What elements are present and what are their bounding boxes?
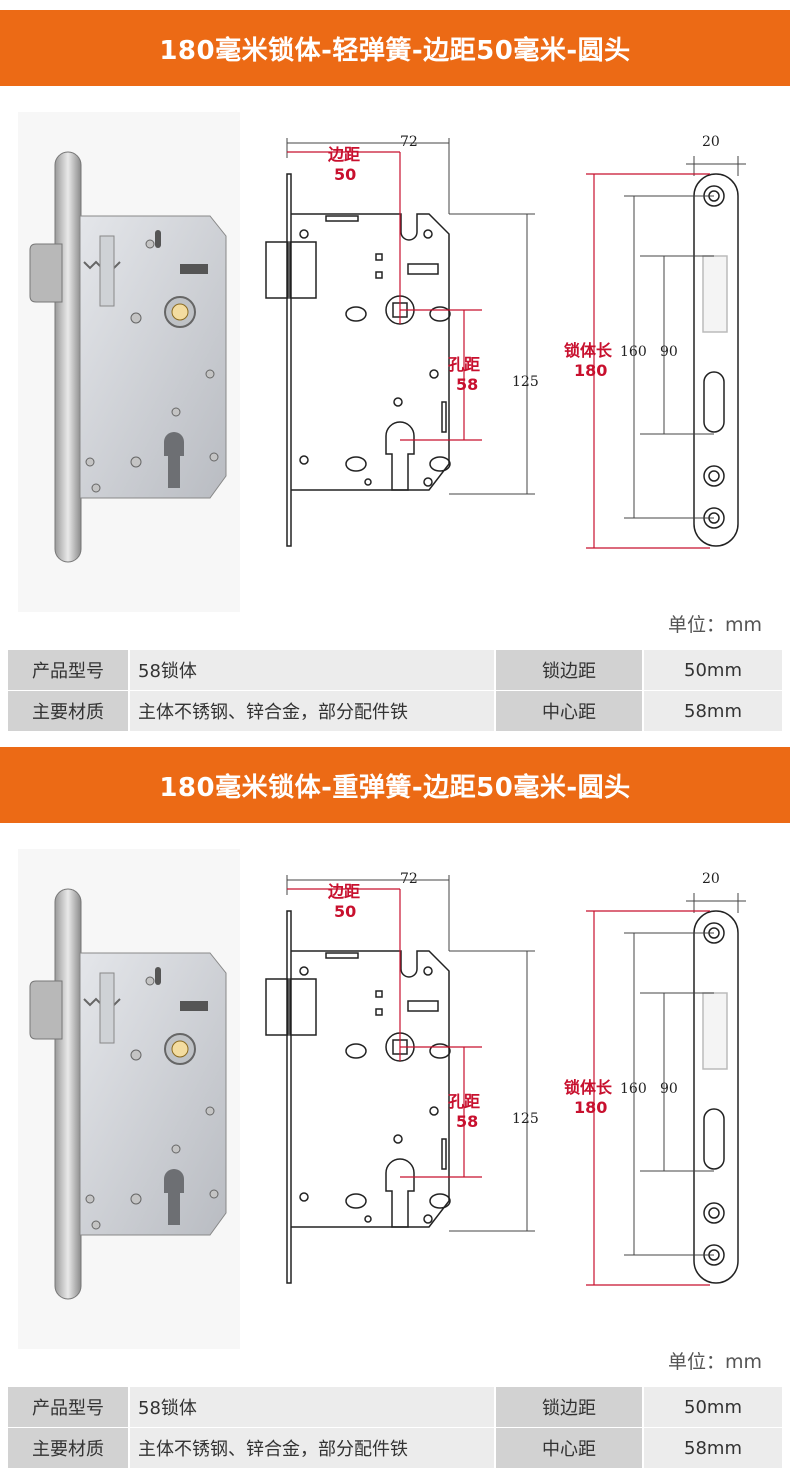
hole-label: 孔距 xyxy=(448,355,480,374)
technical-drawing: 72 边距 50 孔距 58 125 xyxy=(240,118,790,578)
edge-value: 50 xyxy=(334,902,356,921)
section-title-banner: 180毫米锁体-重弹簧-边距50毫米-圆头 xyxy=(0,747,790,823)
dim-width-72: 72 xyxy=(400,871,418,887)
length-label: 锁体长 xyxy=(564,1078,613,1097)
spec-value-model: 58锁体 xyxy=(130,650,494,690)
spec-value-edge: 50mm xyxy=(644,1387,782,1427)
hole-value: 58 xyxy=(456,375,478,394)
dim-width-72: 72 xyxy=(400,134,418,150)
length-label: 锁体长 xyxy=(564,341,613,360)
spec-value-center: 58mm xyxy=(644,1428,782,1468)
lock-body-illustration xyxy=(29,888,227,1300)
spec-label-model: 产品型号 xyxy=(8,650,128,690)
spec-value-model: 58锁体 xyxy=(130,1387,494,1427)
length-value: 180 xyxy=(574,1098,607,1117)
dim-height-125: 125 xyxy=(512,1111,539,1127)
dim-90: 90 xyxy=(660,344,678,360)
hole-label: 孔距 xyxy=(448,1092,480,1111)
spec-label-center: 中心距 xyxy=(496,1428,642,1468)
section-title-banner: 180毫米锁体-轻弹簧-边距50毫米-圆头 xyxy=(0,10,790,86)
dim-90: 90 xyxy=(660,1081,678,1097)
spec-value-edge: 50mm xyxy=(644,650,782,690)
spec-table: 产品型号 58锁体 锁边距 50mm 主要材质 主体不锈钢、锌合金，部分配件铁 … xyxy=(8,1387,782,1468)
unit-label: 单位：mm xyxy=(667,1351,762,1373)
spec-table: 产品型号 58锁体 锁边距 50mm 主要材质 主体不锈钢、锌合金，部分配件铁 … xyxy=(8,650,782,731)
spec-label-material: 主要材质 xyxy=(8,1428,128,1468)
spec-value-material: 主体不锈钢、锌合金，部分配件铁 xyxy=(130,1428,494,1468)
lock-body-photo xyxy=(0,112,240,612)
section-title: 180毫米锁体-重弹簧-边距50毫米-圆头 xyxy=(159,772,631,803)
spec-label-edge: 锁边距 xyxy=(496,1387,642,1427)
spec-label-center: 中心距 xyxy=(496,691,642,731)
dim-160: 160 xyxy=(620,1081,647,1097)
lock-body-illustration xyxy=(29,151,227,563)
section-title: 180毫米锁体-轻弹簧-边距50毫米-圆头 xyxy=(159,35,631,66)
spec-row-material: 主要材质 主体不锈钢、锌合金，部分配件铁 中心距 58mm xyxy=(8,1428,782,1468)
spec-label-edge: 锁边距 xyxy=(496,650,642,690)
spec-value-center: 58mm xyxy=(644,691,782,731)
spec-row-model: 产品型号 58锁体 锁边距 50mm xyxy=(8,1387,782,1427)
edge-value: 50 xyxy=(334,165,356,184)
edge-label: 边距 xyxy=(327,882,360,901)
dim-height-125: 125 xyxy=(512,374,539,390)
length-value: 180 xyxy=(574,361,607,380)
technical-drawing: 72 边距 50 孔距 58 125 xyxy=(240,855,790,1315)
spec-value-material: 主体不锈钢、锌合金，部分配件铁 xyxy=(130,691,494,731)
dim-faceplate-20: 20 xyxy=(702,871,720,887)
spec-row-model: 产品型号 58锁体 锁边距 50mm xyxy=(8,650,782,690)
hole-value: 58 xyxy=(456,1112,478,1131)
dimension-diagram: 72 边距 50 孔距 58 125 xyxy=(265,134,746,549)
unit-label: 单位：mm xyxy=(667,614,762,636)
lock-body-photo xyxy=(0,849,240,1349)
dim-160: 160 xyxy=(620,344,647,360)
dim-faceplate-20: 20 xyxy=(702,134,720,150)
edge-label: 边距 xyxy=(327,145,360,164)
spec-row-material: 主要材质 主体不锈钢、锌合金，部分配件铁 中心距 58mm xyxy=(8,691,782,731)
spec-label-model: 产品型号 xyxy=(8,1387,128,1427)
spec-label-material: 主要材质 xyxy=(8,691,128,731)
dimension-diagram: 72 边距 50 孔距 58 125 xyxy=(265,871,746,1286)
